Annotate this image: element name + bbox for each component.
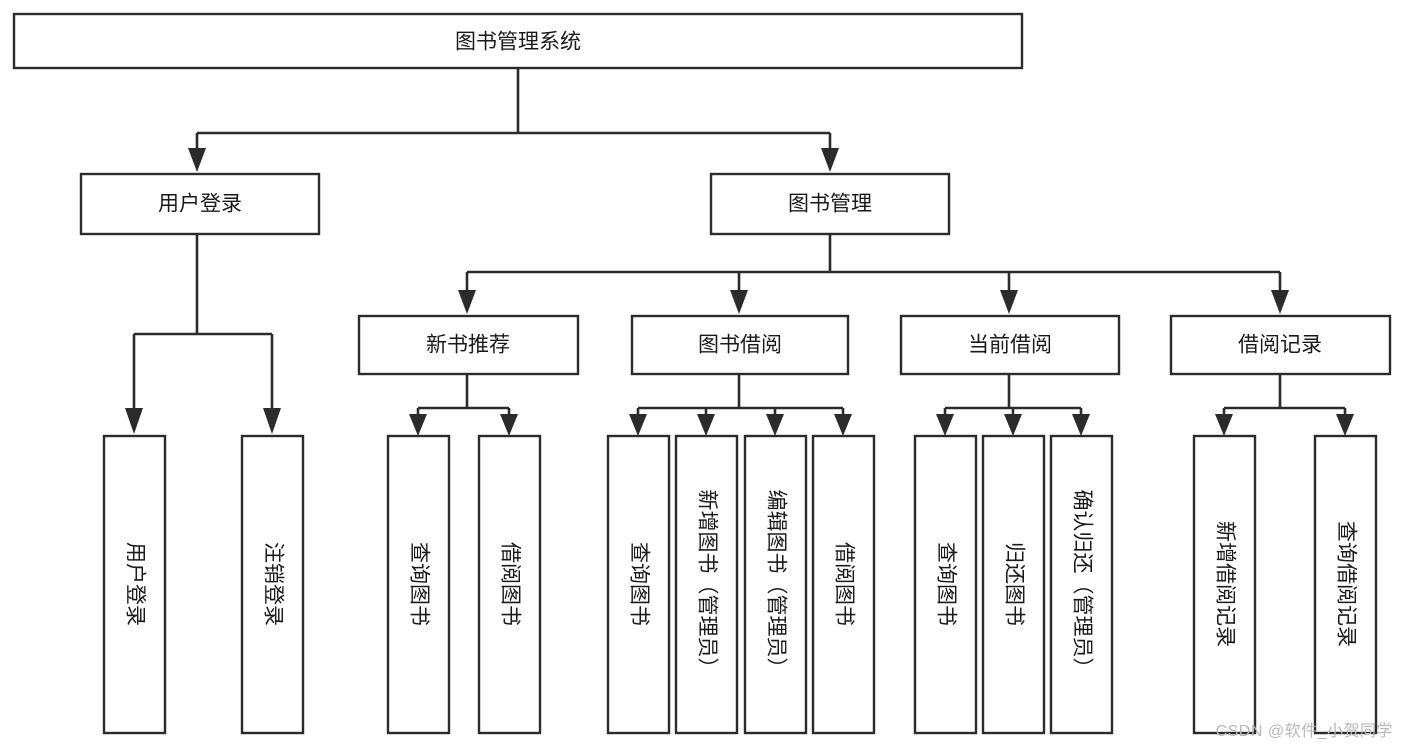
arrowhead-layer	[125, 148, 1354, 436]
arrow-to-current-borrow	[1000, 290, 1018, 314]
arrow-to-cur-confirm-return	[1072, 414, 1090, 436]
node-current-borrow[interactable]: 当前借阅	[899, 314, 1121, 376]
node-book-borrow[interactable]: 图书借阅	[630, 314, 850, 376]
arrow-to-leaf-logout-login	[263, 408, 281, 434]
node-new-book-rec-box[interactable]	[357, 314, 580, 376]
node-leaf-user-login-box[interactable]	[102, 434, 167, 735]
arrow-to-book-borrow	[730, 290, 748, 314]
arrow-to-cur-query-book	[936, 414, 954, 436]
node-current-borrow-label: 当前借阅	[968, 334, 1052, 357]
node-leaf-borrow-query-book-box[interactable]	[606, 434, 671, 735]
node-current-borrow-box[interactable]	[899, 314, 1121, 376]
node-leaf-rec-query-book[interactable]: 查询图书	[386, 434, 451, 735]
arrow-to-rec-query-record	[1336, 414, 1354, 436]
node-leaf-user-login-label: 用户登录	[123, 542, 146, 626]
node-leaf-logout-login[interactable]: 注销登录	[240, 434, 305, 735]
node-leaf-cur-return-book-label: 归还图书	[1002, 542, 1025, 626]
arrow-to-borrow-borrow-book	[834, 414, 852, 436]
node-new-book-rec-label: 新书推荐	[426, 334, 510, 357]
node-borrow-record-label: 借阅记录	[1238, 334, 1322, 357]
node-leaf-rec-query-record[interactable]: 查询借阅记录	[1313, 434, 1378, 735]
node-leaf-borrow-borrow-book[interactable]: 借阅图书	[811, 434, 876, 735]
node-book-borrow-box[interactable]	[630, 314, 850, 376]
node-book-manage[interactable]: 图书管理	[709, 172, 951, 236]
node-leaf-rec-borrow-book[interactable]: 借阅图书	[477, 434, 542, 735]
node-leaf-logout-login-box[interactable]	[240, 434, 305, 735]
node-leaf-logout-login-label: 注销登录	[261, 542, 284, 626]
node-leaf-borrow-add-book-box[interactable]	[674, 434, 739, 735]
arrow-to-borrow-add-book	[697, 414, 715, 436]
node-layer: 图书管理系统 用户登录 图书管理 新书推荐 图书借阅	[12, 12, 1392, 735]
node-root-box[interactable]	[12, 12, 1024, 70]
node-leaf-borrow-query-book-label: 查询图书	[627, 542, 650, 626]
node-leaf-cur-return-book[interactable]: 归还图书	[981, 434, 1046, 735]
node-user-login-label: 用户登录	[158, 193, 242, 216]
node-book-manage-label: 图书管理	[788, 193, 872, 216]
node-leaf-borrow-add-book-label: 新增图书（管理员）	[695, 490, 718, 679]
arrow-to-book-manage	[821, 148, 839, 172]
node-leaf-borrow-edit-book-box[interactable]	[743, 434, 808, 735]
node-leaf-rec-query-record-box[interactable]	[1313, 434, 1378, 735]
node-user-login-box[interactable]	[79, 172, 321, 236]
arrow-to-borrow-record	[1271, 290, 1289, 314]
node-leaf-borrow-edit-book[interactable]: 编辑图书（管理员）	[743, 434, 808, 735]
arrow-to-rec-add-record	[1215, 414, 1233, 436]
node-leaf-cur-query-book[interactable]: 查询图书	[913, 434, 978, 735]
node-leaf-borrow-borrow-book-box[interactable]	[811, 434, 876, 735]
node-leaf-borrow-edit-book-label: 编辑图书（管理员）	[764, 490, 787, 679]
node-leaf-borrow-query-book[interactable]: 查询图书	[606, 434, 671, 735]
node-leaf-rec-add-record[interactable]: 新增借阅记录	[1192, 434, 1257, 735]
node-leaf-cur-return-book-box[interactable]	[981, 434, 1046, 735]
arrow-to-new-book-rec	[458, 290, 476, 314]
arrow-to-user-login	[188, 148, 206, 172]
node-borrow-record[interactable]: 借阅记录	[1169, 314, 1392, 376]
node-leaf-cur-confirm-return-box[interactable]	[1049, 434, 1114, 735]
node-user-login[interactable]: 用户登录	[79, 172, 321, 236]
node-root[interactable]: 图书管理系统	[12, 12, 1024, 70]
node-leaf-rec-add-record-box[interactable]	[1192, 434, 1257, 735]
node-leaf-rec-query-record-label: 查询借阅记录	[1334, 521, 1357, 647]
node-leaf-borrow-add-book[interactable]: 新增图书（管理员）	[674, 434, 739, 735]
node-leaf-cur-confirm-return-label: 确认归还（管理员）	[1070, 490, 1093, 679]
node-book-borrow-label: 图书借阅	[698, 334, 782, 357]
node-root-label: 图书管理系统	[455, 31, 581, 54]
node-leaf-cur-query-book-box[interactable]	[913, 434, 978, 735]
node-leaf-user-login[interactable]: 用户登录	[102, 434, 167, 735]
node-leaf-rec-query-book-box[interactable]	[386, 434, 451, 735]
node-leaf-rec-borrow-book-label: 借阅图书	[498, 542, 521, 626]
arrow-to-leaf-user-login	[125, 408, 143, 434]
node-leaf-rec-borrow-book-box[interactable]	[477, 434, 542, 735]
node-new-book-rec[interactable]: 新书推荐	[357, 314, 580, 376]
node-leaf-cur-confirm-return[interactable]: 确认归还（管理员）	[1049, 434, 1114, 735]
node-leaf-cur-query-book-label: 查询图书	[934, 542, 957, 626]
arrow-to-borrow-edit-book	[766, 414, 784, 436]
arrow-to-rec-borrow-book	[500, 414, 518, 436]
node-book-manage-box[interactable]	[709, 172, 951, 236]
arrow-to-borrow-query-book	[629, 414, 647, 436]
node-leaf-rec-query-book-label: 查询图书	[407, 542, 430, 626]
arrow-to-cur-return-book	[1004, 414, 1022, 436]
node-leaf-rec-add-record-label: 新增借阅记录	[1213, 521, 1236, 647]
node-leaf-borrow-borrow-book-label: 借阅图书	[832, 542, 855, 626]
arrow-to-rec-query-book	[409, 414, 427, 436]
node-borrow-record-box[interactable]	[1169, 314, 1392, 376]
